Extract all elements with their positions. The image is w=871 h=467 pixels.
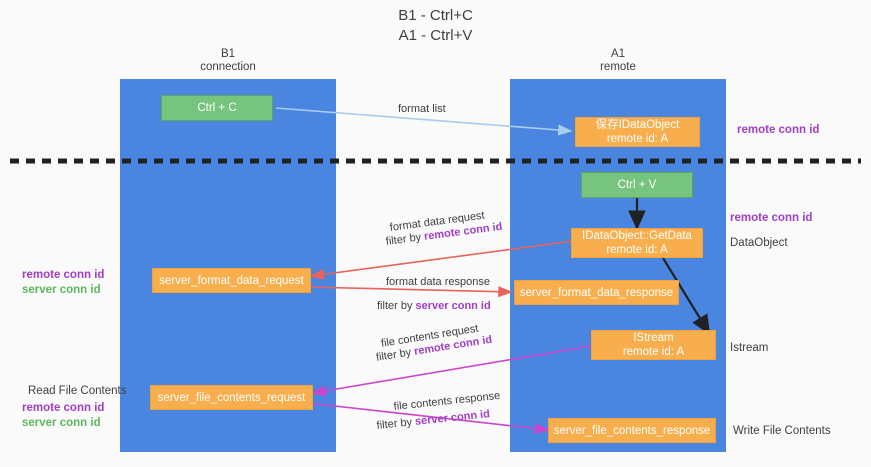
diagram-title: B1 - Ctrl+C A1 - Ctrl+V xyxy=(0,6,871,46)
annotation-write-file-contents: Write File Contents xyxy=(733,425,831,437)
node-idataobject-line1: 保存IDataObject xyxy=(595,119,680,131)
title-line-2: A1 - Ctrl+V xyxy=(398,27,473,44)
annotation-left-remote-conn-id-2: remote conn id xyxy=(22,402,105,414)
annotation-istream: Istream xyxy=(730,342,769,354)
node-istream-line1: IStream xyxy=(633,332,674,344)
node-server-format-data-response[interactable]: server_format_data_response xyxy=(514,280,679,305)
filter-key-server-conn-id: server conn id xyxy=(415,300,491,312)
lane-header-b1: B1 connection xyxy=(120,48,336,74)
node-getdata-line1: IDataObject::GetData xyxy=(582,230,692,242)
lane-header-b1-line1: B1 xyxy=(220,48,236,60)
filter-prefix: filter by xyxy=(385,230,425,248)
node-server-file-contents-request[interactable]: server_file_contents_request xyxy=(150,385,313,410)
node-server-file-contents-response-label: server_file_contents_response xyxy=(553,424,711,437)
annotation-left-remote-conn-id-1: remote conn id xyxy=(22,269,105,281)
lane-header-a1-line2: remote xyxy=(600,61,636,73)
annotation-remote-conn-id-top: remote conn id xyxy=(737,124,820,136)
node-server-format-data-response-label: server_format_data_response xyxy=(519,286,674,299)
annotation-read-file-contents: Read File Contents xyxy=(28,385,127,397)
filter-key-server-conn-id: server conn id xyxy=(414,408,491,428)
lane-header-a1-line1: A1 xyxy=(610,48,626,60)
node-idataobject-line2: remote id: A xyxy=(606,133,669,145)
annotation-dataobject: DataObject xyxy=(730,237,788,249)
edge-label-format-data-response: format data response xyxy=(386,276,490,288)
annotation-remote-conn-id-mid: remote conn id xyxy=(730,212,813,224)
node-istream[interactable]: IStream remote id: A xyxy=(591,330,716,360)
edge-label-format-list: format list xyxy=(398,103,446,115)
node-server-file-contents-response[interactable]: server_file_contents_response xyxy=(548,418,716,443)
node-ctrl-c-label: Ctrl + C xyxy=(197,102,237,114)
node-server-format-data-request-label: server_format_data_request xyxy=(159,274,304,287)
node-istream-line2: remote id: A xyxy=(622,346,685,358)
lane-header-a1: A1 remote xyxy=(510,48,726,74)
filter-prefix: filter by xyxy=(376,415,416,432)
node-ctrl-c[interactable]: Ctrl + C xyxy=(161,95,273,121)
annotation-left-server-conn-id-2: server conn id xyxy=(22,417,101,429)
node-getdata[interactable]: IDataObject::GetData remote id: A xyxy=(571,228,703,258)
annotation-left-server-conn-id-1: server conn id xyxy=(22,284,101,296)
node-ctrl-v-label: Ctrl + V xyxy=(617,179,657,191)
edge-label-format-data-response-filter: filter by server conn id xyxy=(377,299,491,313)
node-server-file-contents-request-label: server_file_contents_request xyxy=(157,391,306,404)
lane-header-b1-line2: connection xyxy=(200,61,256,73)
node-ctrl-v[interactable]: Ctrl + V xyxy=(581,172,693,198)
node-idataobject[interactable]: 保存IDataObject remote id: A xyxy=(575,117,700,147)
node-server-format-data-request[interactable]: server_format_data_request xyxy=(152,268,311,293)
title-line-1: B1 - Ctrl+C xyxy=(398,7,473,24)
node-getdata-line2: remote id: A xyxy=(606,244,668,256)
filter-prefix: filter by xyxy=(377,300,416,312)
